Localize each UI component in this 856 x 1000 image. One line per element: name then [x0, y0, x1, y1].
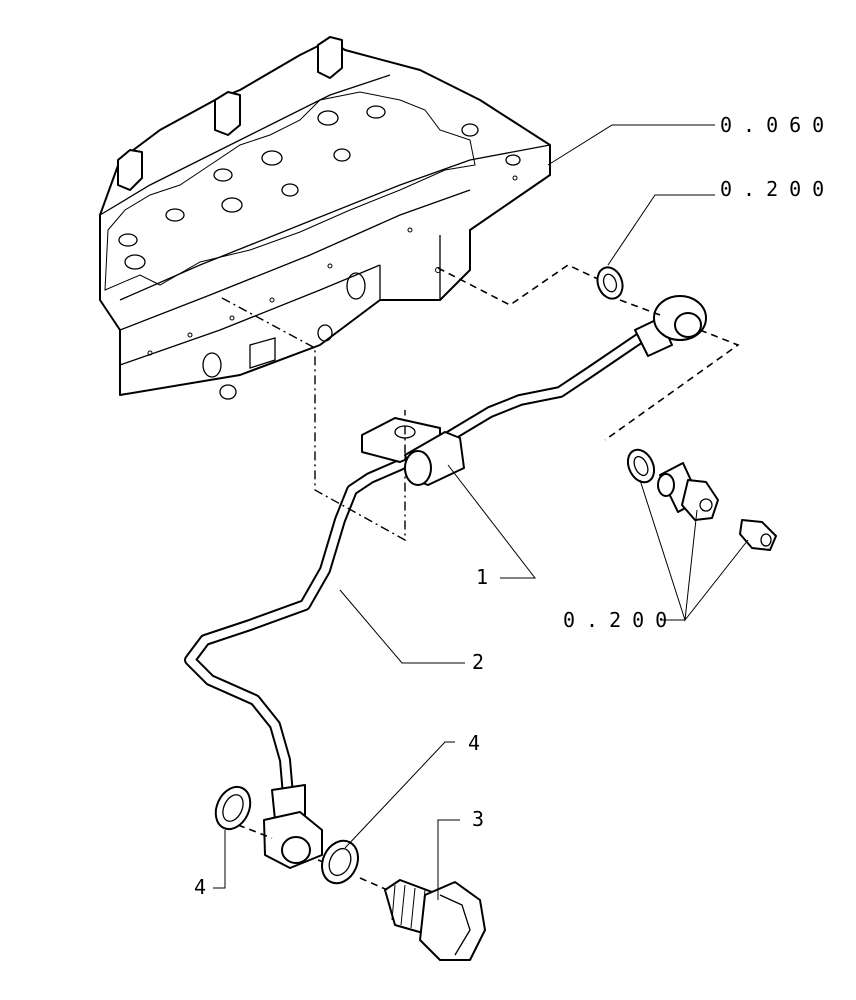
ref-label-fittings: 0.200: [563, 608, 678, 632]
oil-pipe-icon: [184, 314, 671, 801]
lower-washer-right-icon: [321, 839, 359, 885]
lower-banjo-eye-icon: [263, 784, 323, 869]
lower-washer-left-icon: [214, 785, 252, 831]
item-label-1: 1: [476, 565, 488, 589]
item-label-2: 2: [472, 650, 484, 674]
right-fitting-group-icon: [626, 448, 777, 551]
sealing-washer-icon: [596, 266, 624, 300]
leader-lines: [213, 124, 749, 900]
banjo-bolt-icon: [384, 879, 486, 961]
item-label-4-upper: 4: [468, 731, 480, 755]
upper-banjo-eye-icon: [634, 295, 707, 357]
item-label-4-lower: 4: [194, 875, 206, 899]
item-label-3: 3: [472, 807, 484, 831]
engine-block-icon: [99, 36, 551, 400]
ref-label-second: 0.200: [720, 177, 835, 201]
ref-label-top: 0.060: [720, 113, 835, 137]
